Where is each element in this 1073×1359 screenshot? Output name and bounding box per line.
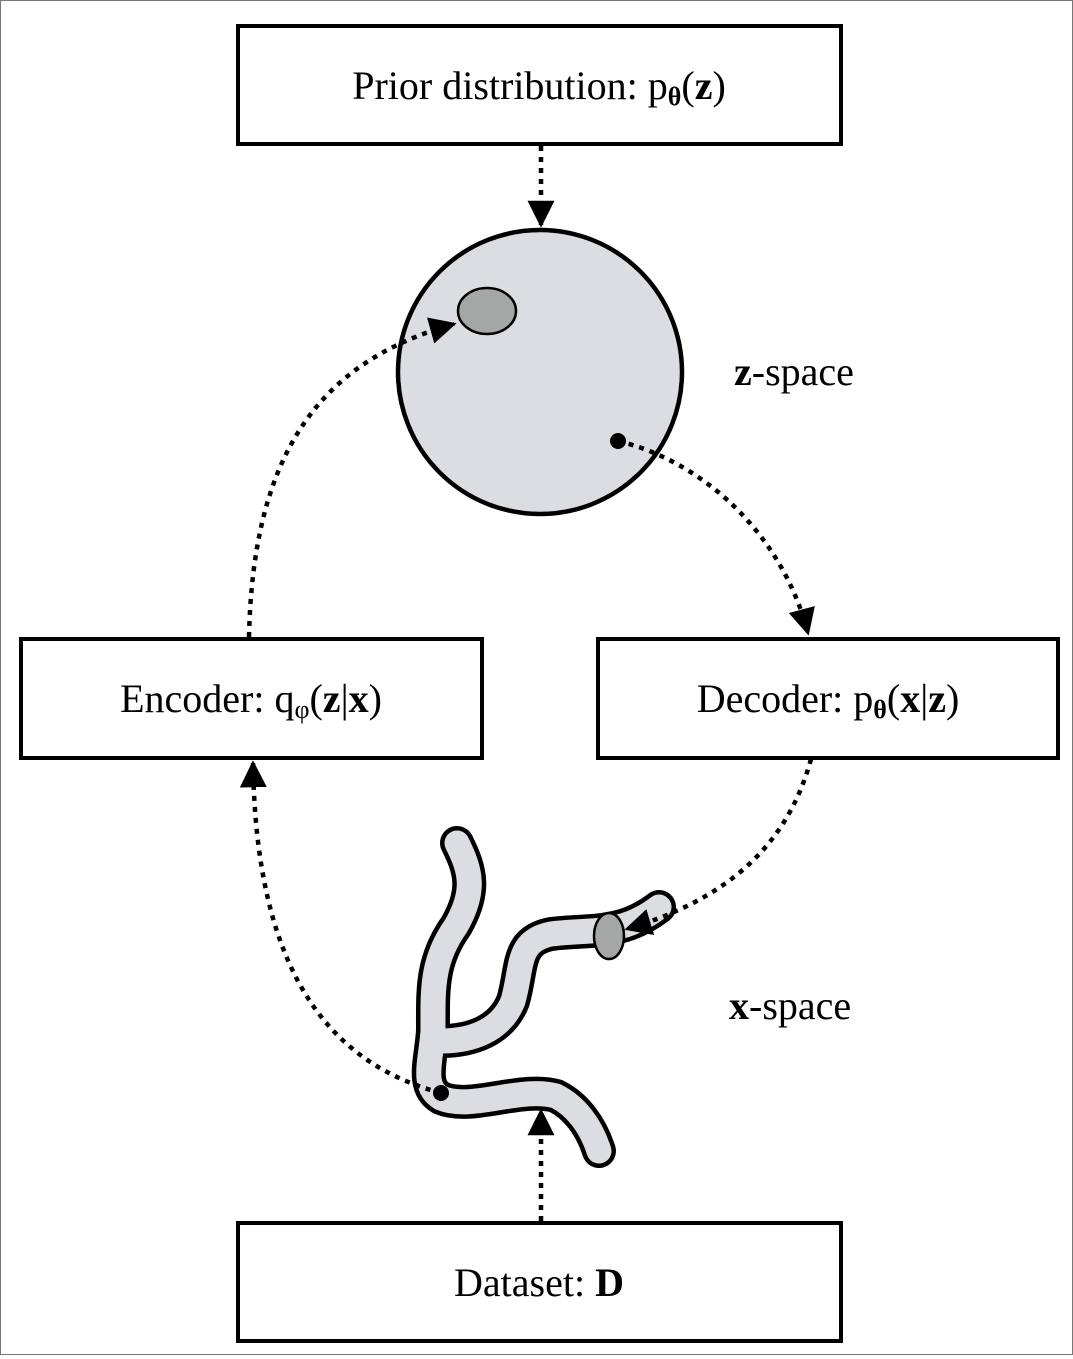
z-to-decoder-arrow: [617, 438, 815, 636]
prior-label: Prior distribution: pθ(z): [352, 63, 726, 111]
x-to-encoder-arrow: [239, 760, 442, 1096]
encoder-box: Encoder: qφ(z|x): [19, 637, 484, 760]
encoder-to-z-arrow: [246, 317, 457, 638]
dataset-label: Dataset: D: [454, 1260, 624, 1305]
decoder-to-x-arrow: [624, 758, 814, 935]
x-reconstruction-region: [592, 911, 626, 961]
z-posterior-region: [456, 286, 518, 336]
decoder-label: Decoder: pθ(x|z): [697, 676, 960, 724]
encoder-label: Encoder: qφ(z|x): [120, 676, 382, 724]
prior-box: Prior distribution: pθ(z): [236, 24, 843, 146]
x-space: [411, 826, 676, 1168]
decoder-box: Decoder: pθ(x|z): [596, 637, 1060, 760]
z-space-label: z-space: [734, 349, 854, 394]
x-space-label: x-space: [729, 983, 851, 1028]
dataset-box: Dataset: D: [236, 1221, 843, 1343]
z-space: [395, 227, 685, 517]
